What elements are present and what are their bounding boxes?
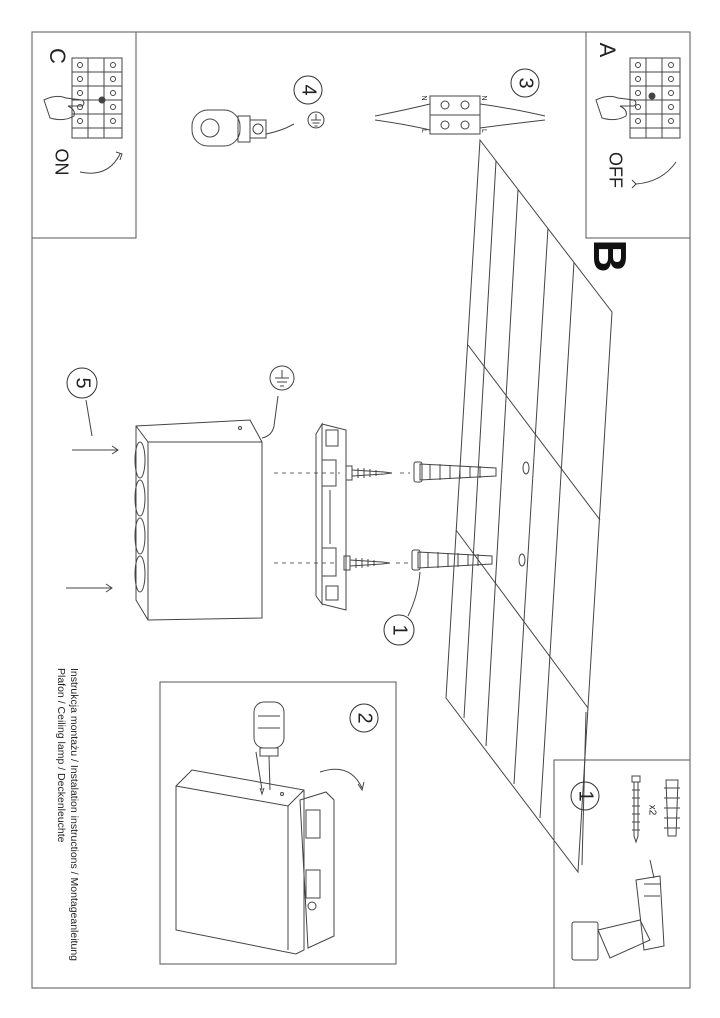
- screw-icon: [345, 465, 393, 481]
- hand-icon: [43, 95, 85, 121]
- lamp-body: [175, 769, 305, 955]
- panel-a-letter: A: [595, 43, 620, 58]
- panel-a-state: OFF: [605, 152, 625, 188]
- ground-terminal-icon: [191, 109, 295, 147]
- step-2: 2: [159, 681, 397, 965]
- panel-a: A OFF: [585, 31, 691, 239]
- section-b-letter: B: [584, 239, 636, 272]
- hand-icon: [595, 95, 637, 121]
- step-4-number: 4: [298, 84, 320, 95]
- wall-plug-icon: [411, 549, 493, 571]
- lamp-body: [134, 395, 279, 621]
- step-5-number: 5: [72, 377, 94, 388]
- wall-plug-icon: [413, 461, 497, 483]
- drill-icon: [571, 859, 665, 961]
- caption-line-1: Instrukcja montażu / Instalation instruc…: [68, 668, 80, 961]
- screw-icon: [631, 775, 641, 844]
- wire-label-l-left: L: [420, 129, 427, 133]
- step-4: 4: [191, 75, 325, 147]
- step-5: 5: [66, 365, 295, 621]
- curved-arrow-icon: [319, 768, 363, 789]
- curved-arrow-icon: [635, 161, 677, 185]
- panel-c-state: ON: [51, 149, 71, 176]
- step-1: 1: [274, 461, 497, 646]
- kit-quantity: x2: [646, 805, 657, 816]
- wire-connector-icon: [374, 95, 546, 135]
- wire-label-n-left: N: [420, 95, 427, 100]
- terminal-block-icon: [629, 57, 681, 139]
- terminal-block-icon: [71, 57, 123, 139]
- step-1-number: 1: [389, 624, 411, 635]
- panel-c: C ON: [31, 31, 137, 239]
- wall-plug-icon: [664, 779, 680, 837]
- ground-symbol-icon: [269, 365, 295, 391]
- mounting-bracket: [299, 791, 335, 949]
- kit-step-number: 1: [575, 790, 597, 801]
- kit-panel: 1 x2: [553, 759, 691, 989]
- caption: Instrukcja montażu / Instalation instruc…: [54, 668, 80, 968]
- page-frame: [31, 31, 691, 989]
- screw-icon: [343, 555, 391, 571]
- wire-label-n-right: N: [480, 95, 487, 100]
- curved-arrow-icon: [79, 153, 121, 174]
- step-3: 3 N L N L: [374, 68, 546, 135]
- wire-label-l-right: L: [480, 129, 487, 133]
- caption-line-2: Plafon / Ceiling lamp / Deckenleuchte: [55, 668, 67, 843]
- insert-arrow-icon: [66, 445, 119, 593]
- screwdriver-icon: [253, 701, 285, 796]
- step-2-number: 2: [354, 712, 376, 723]
- step-3-number: 3: [515, 77, 537, 88]
- mounting-bracket: [315, 422, 347, 611]
- panel-c-letter: C: [45, 48, 70, 64]
- ground-symbol-icon: [307, 111, 325, 129]
